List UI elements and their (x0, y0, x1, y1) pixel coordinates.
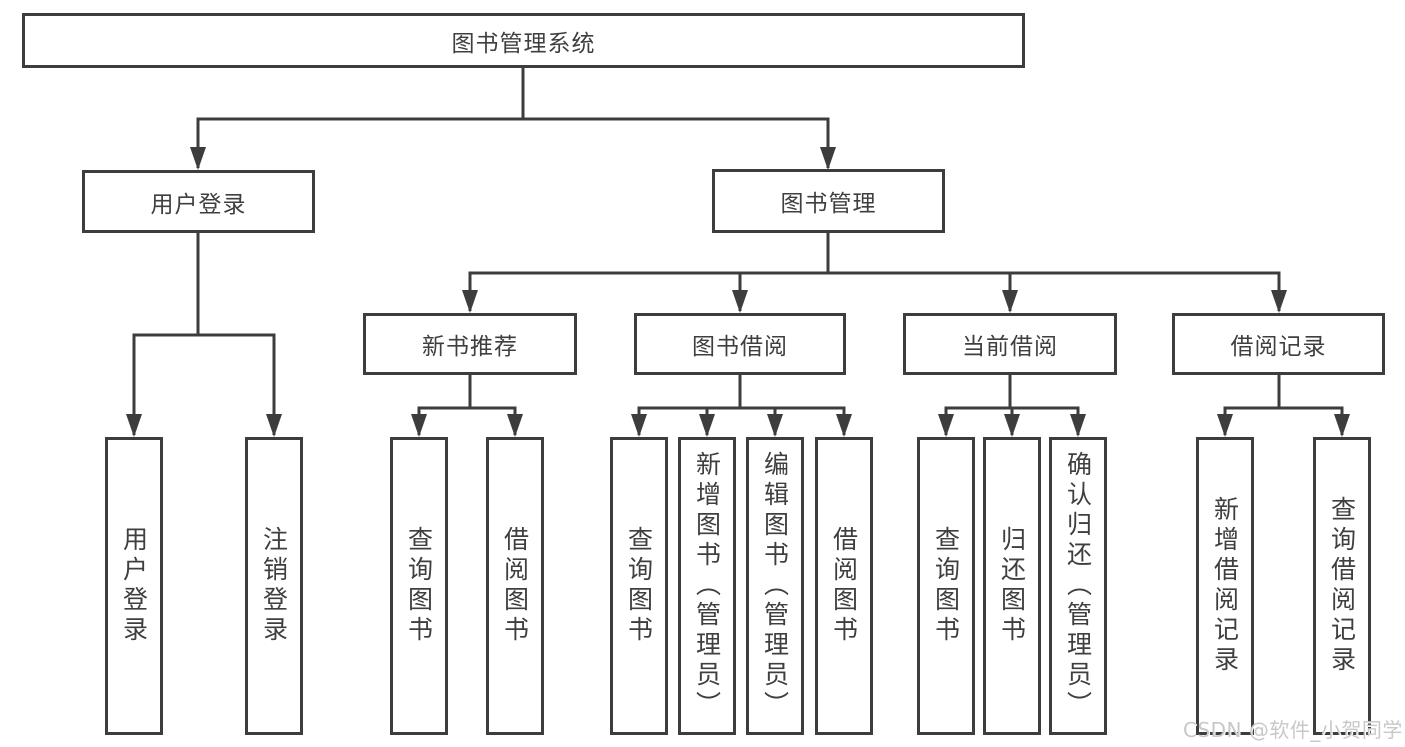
node-user-login-branch: 用户登录 (82, 170, 315, 233)
leaf-return-books: 归还图书 (983, 437, 1041, 735)
leaf-add-books-admin: 新增图书（管理员） (678, 437, 736, 735)
node-book-management: 图书管理 (712, 169, 945, 233)
node-new-book-recommend-label: 新书推荐 (422, 334, 518, 360)
leaf-query-borrow-record-label: 查询借阅记录 (1327, 496, 1357, 676)
leaf-edit-books-admin-label: 编辑图书（管理员） (760, 451, 790, 721)
node-borrow-records: 借阅记录 (1172, 313, 1385, 375)
leaf-edit-books-admin: 编辑图书（管理员） (746, 437, 804, 735)
leaf-recommend-query-books: 查询图书 (390, 437, 448, 735)
leaf-borrowing-query-books-label: 查询图书 (624, 526, 654, 646)
leaf-recommend-borrow-books-label: 借阅图书 (500, 526, 530, 646)
leaf-borrowing-borrow-books-label: 借阅图书 (829, 526, 859, 646)
leaf-recommend-borrow-books: 借阅图书 (486, 437, 544, 735)
leaf-user-login: 用户登录 (105, 437, 163, 735)
leaf-recommend-query-books-label: 查询图书 (404, 526, 434, 646)
node-new-book-recommend: 新书推荐 (363, 313, 577, 375)
leaf-logout: 注销登录 (245, 437, 303, 735)
leaf-confirm-return-admin: 确认归还（管理员） (1049, 437, 1107, 735)
leaf-confirm-return-admin-label: 确认归还（管理员） (1063, 451, 1093, 721)
node-book-management-label: 图书管理 (780, 191, 877, 217)
node-book-borrowing: 图书借阅 (634, 313, 846, 375)
leaf-return-books-label: 归还图书 (997, 526, 1027, 646)
leaf-current-query-books-label: 查询图书 (931, 526, 961, 646)
node-book-borrowing-label: 图书借阅 (692, 334, 788, 360)
leaf-query-borrow-record: 查询借阅记录 (1313, 437, 1371, 735)
leaf-add-borrow-record-label: 新增借阅记录 (1210, 496, 1240, 676)
leaf-borrowing-query-books: 查询图书 (610, 437, 668, 735)
leaf-add-borrow-record: 新增借阅记录 (1196, 437, 1254, 735)
node-library-system-label: 图书管理系统 (451, 30, 596, 57)
node-current-borrowing-label: 当前借阅 (962, 334, 1058, 360)
csdn-watermark: CSDN @软件_小贺同学 (1183, 718, 1403, 742)
leaf-user-login-label: 用户登录 (119, 526, 149, 646)
leaf-logout-label: 注销登录 (259, 526, 289, 646)
leaf-add-books-admin-label: 新增图书（管理员） (692, 451, 722, 721)
node-user-login-branch-label: 用户登录 (150, 191, 247, 218)
node-library-system: 图书管理系统 (22, 13, 1025, 68)
leaf-borrowing-borrow-books: 借阅图书 (815, 437, 873, 735)
leaf-current-query-books: 查询图书 (917, 437, 975, 735)
node-borrow-records-label: 借阅记录 (1230, 334, 1327, 360)
node-current-borrowing: 当前借阅 (903, 313, 1117, 375)
